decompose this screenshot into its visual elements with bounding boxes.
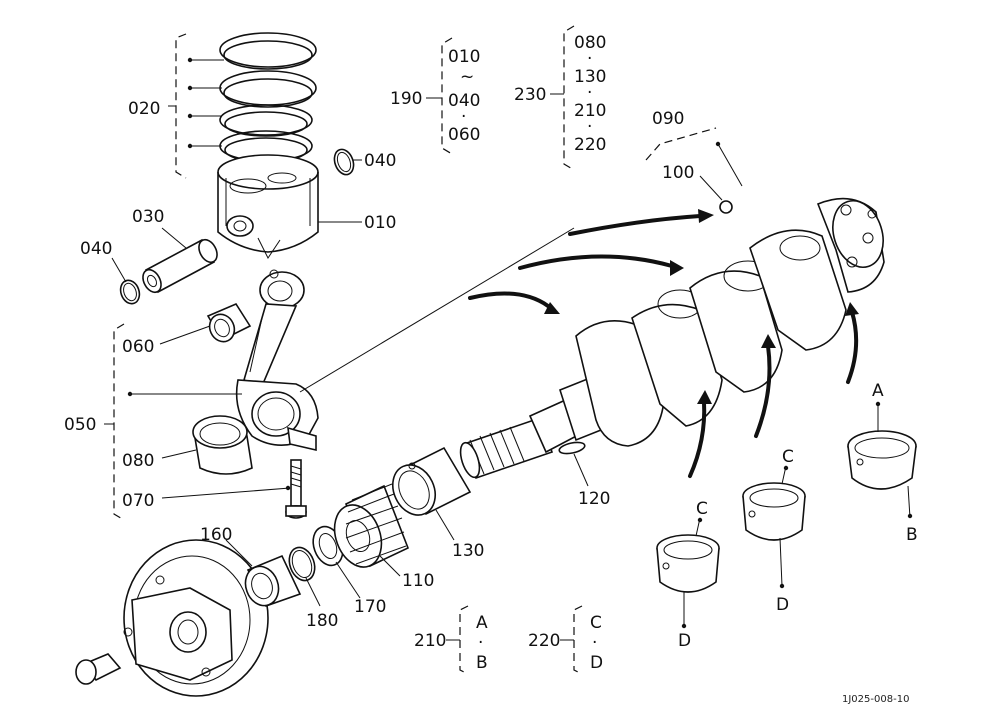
connecting-rod (235, 269, 319, 452)
assembly-arrows (468, 209, 859, 478)
label-010: 010 (364, 213, 396, 233)
letter-d-right: D (776, 595, 789, 615)
label-020: 020 (128, 99, 160, 119)
group-230-item-6: 220 (574, 135, 606, 155)
label-040-left: 040 (80, 239, 112, 259)
group-190: 190 010 ~ 040 · 060 (390, 47, 480, 145)
letter-d-left: D (678, 631, 691, 651)
group-230-item-3: · (587, 83, 592, 103)
group-210-item-0: A (476, 613, 488, 633)
label-180: 180 (306, 611, 338, 631)
label-110: 110 (402, 571, 434, 591)
label-060: 060 (122, 337, 154, 357)
o-ring (288, 546, 316, 582)
group-210: 210 A · B (414, 613, 488, 673)
label-070: 070 (122, 491, 154, 511)
big-end-bearing (192, 415, 253, 475)
group-230-item-5: · (587, 117, 592, 137)
group-230-item-1: · (587, 49, 592, 69)
letter-a: A (872, 381, 884, 401)
crankshaft-gear (333, 483, 410, 568)
part-labels: 020 040 010 030 040 060 050 080 070 160 … (64, 99, 694, 631)
group-220-label: 220 (528, 631, 560, 651)
group-190-item-0: 010 (448, 47, 480, 67)
small-end-bushing (206, 302, 252, 343)
group-190-item-4: 060 (448, 125, 480, 145)
steel-ball (719, 200, 733, 214)
group-190-item-1: ~ (460, 67, 474, 87)
main-bearing-cd-left (656, 534, 720, 593)
main-bearing-cd-right (742, 482, 806, 541)
label-090: 090 (652, 109, 684, 129)
main-bearing-ab (847, 430, 917, 490)
group-230-label: 230 (514, 85, 546, 105)
group-190-label: 190 (390, 89, 422, 109)
dashed-brackets (113, 25, 717, 675)
label-100: 100 (662, 163, 694, 183)
piston-rings (219, 32, 317, 163)
label-040-right: 040 (364, 151, 396, 171)
crankshaft (459, 197, 885, 480)
letter-c-right: C (782, 447, 794, 467)
label-120: 120 (578, 489, 610, 509)
group-220-item-0: C (590, 613, 602, 633)
label-160: 160 (200, 525, 232, 545)
circlip-left (119, 279, 141, 305)
letter-b: B (906, 525, 918, 545)
label-030: 030 (132, 207, 164, 227)
letter-c-left: C (696, 499, 708, 519)
group-230-item-2: 130 (574, 67, 606, 87)
label-170: 170 (354, 597, 386, 617)
connecting-rod-bolt (285, 459, 307, 519)
crankshaft-bearing-front (392, 446, 472, 516)
drawing-code: 1J025-008-10 (842, 694, 909, 705)
crankshaft-pulley (75, 539, 269, 697)
group-210-item-1: · (478, 633, 483, 653)
group-190-item-3: · (461, 107, 466, 127)
group-190-item-2: 040 (448, 91, 480, 111)
group-210-label: 210 (414, 631, 446, 651)
group-210-item-2: B (476, 653, 488, 673)
label-080: 080 (122, 451, 154, 471)
group-230: 230 080 · 130 · 210 · 220 (514, 33, 606, 155)
label-050: 050 (64, 415, 96, 435)
bearing-letters: A B C D C D (678, 381, 918, 651)
feather-key (558, 441, 586, 455)
piston (217, 154, 319, 259)
circlip-right (333, 148, 355, 176)
group-230-item-4: 210 (574, 101, 606, 121)
group-230-item-0: 080 (574, 33, 606, 53)
piston-pin (142, 238, 218, 294)
label-130: 130 (452, 541, 484, 561)
group-220-item-2: D (590, 653, 603, 673)
collar (244, 554, 302, 607)
group-220: 220 C · D (528, 613, 603, 673)
group-220-item-1: · (592, 633, 597, 653)
leader-lines (104, 57, 913, 641)
